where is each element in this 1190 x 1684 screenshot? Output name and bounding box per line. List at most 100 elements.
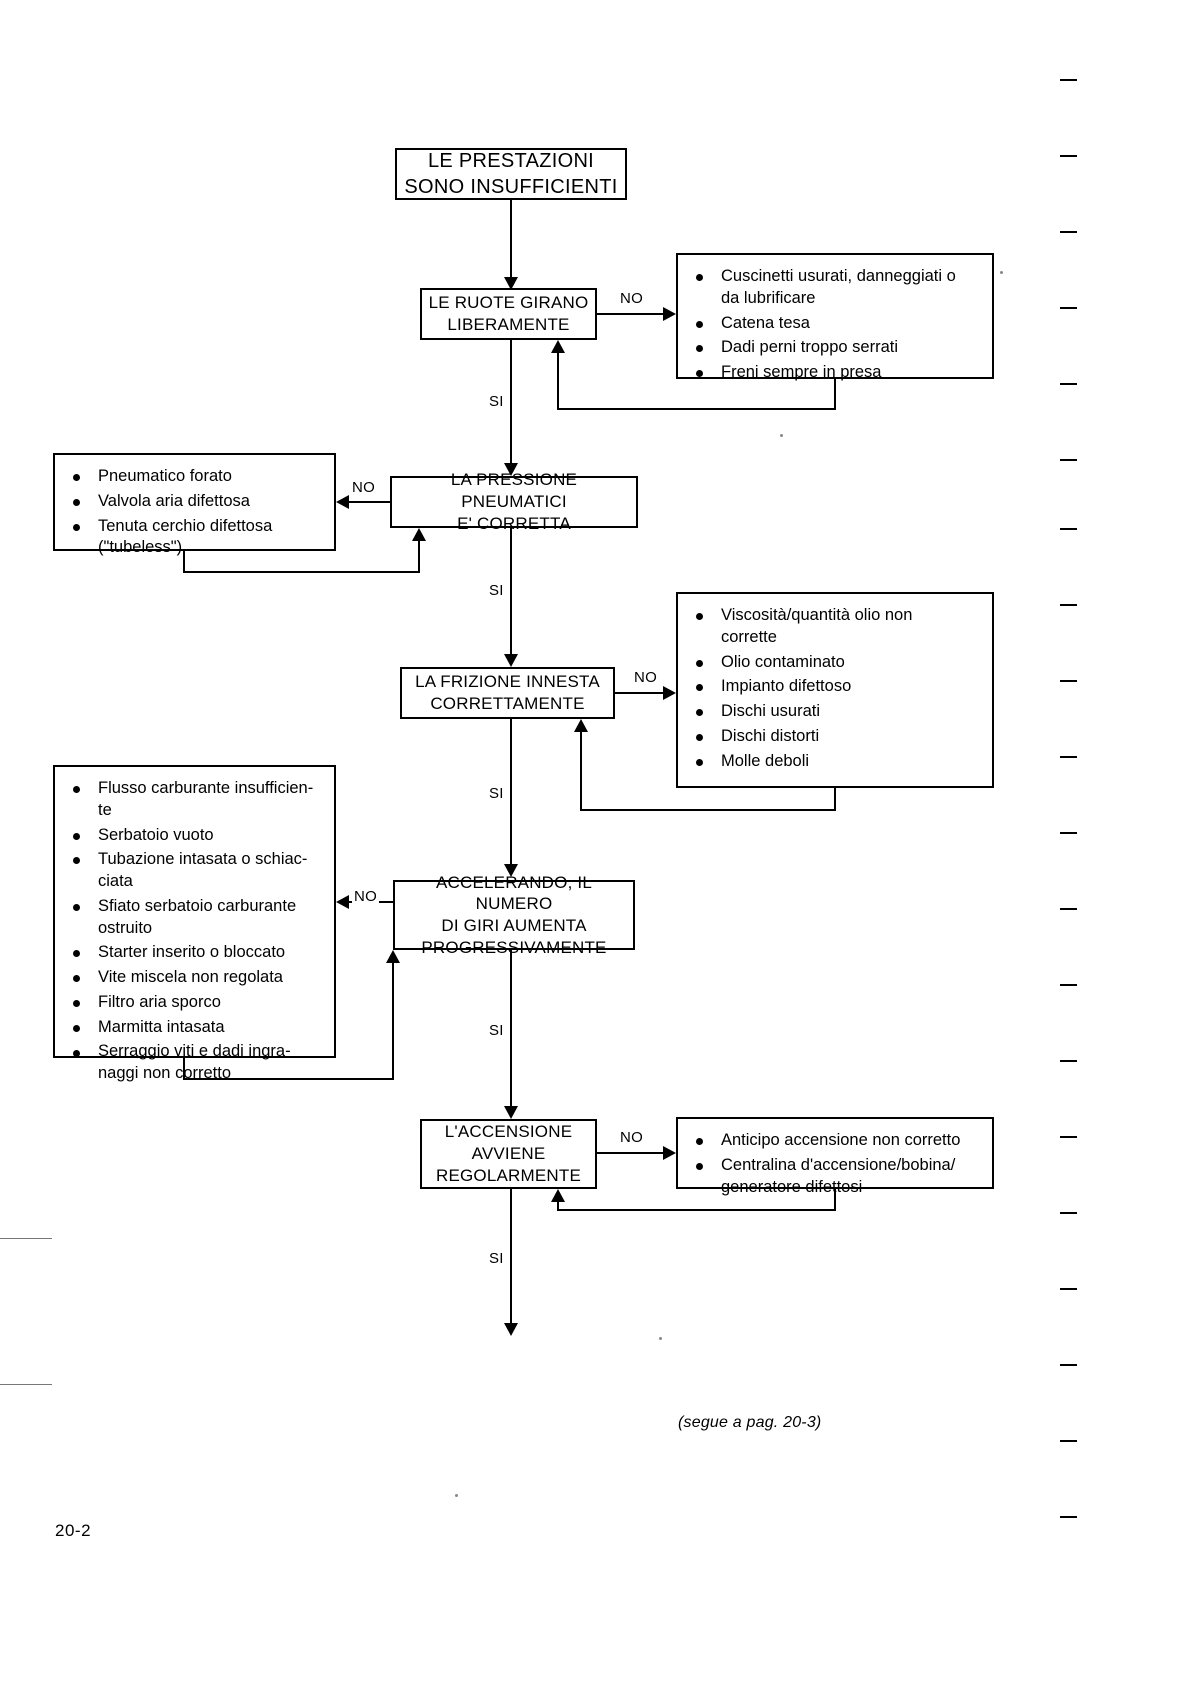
list-item: Freni sempre in presa (694, 362, 978, 384)
bullet-icon (73, 857, 80, 865)
connector-frizione-no (615, 692, 673, 694)
cause-items-ruote: Cuscinetti usurati, danneggiati o da lub… (694, 266, 978, 384)
arrow-accensione-feedback (551, 1189, 565, 1202)
register-tick (1060, 1212, 1077, 1214)
list-item: Dadi perni troppo serrati (694, 337, 978, 359)
register-tick (1060, 1440, 1077, 1442)
list-item: Tenuta cerchio difettosa ("tubeless") (71, 516, 320, 560)
label-no-ruote: NO (618, 290, 646, 307)
register-tick (1060, 1288, 1077, 1290)
label-no-pressione: NO (350, 479, 378, 496)
connector-ruote-feedback-v1 (834, 379, 836, 410)
list-item: Cuscinetti usurati, danneggiati o da lub… (694, 266, 978, 310)
cause-text-cont: ciata (98, 872, 133, 891)
list-item: Starter inserito o bloccato (71, 942, 320, 964)
cause-list-frizione: Viscosità/quantità olio non corrette Oli… (676, 592, 994, 788)
bullet-icon (696, 758, 703, 766)
list-item: Olio contaminato (694, 652, 978, 674)
arrow-ruote-feedback (551, 340, 565, 353)
connector-title-to-ruote (510, 200, 512, 285)
bullet-icon (73, 474, 80, 482)
cause-text-cont: te (98, 800, 112, 819)
cause-text: Centralina d'accensione/bobina/ (721, 1155, 956, 1174)
cause-text-cont: generatore difettosi (721, 1177, 863, 1196)
arrow-pressione-si (504, 654, 518, 667)
bullet-icon (73, 786, 80, 794)
connector-accelerando-feedback-v1 (183, 1058, 185, 1080)
connector-pressione-si (510, 528, 512, 663)
connector-frizione-feedback-h (580, 809, 836, 811)
label-si-frizione: SI (487, 785, 506, 802)
decision-ruote-line1: LE RUOTE GIRANO (428, 293, 589, 313)
connector-ruote-feedback-h (557, 408, 836, 410)
cause-items-frizione: Viscosità/quantità olio non corrette Oli… (694, 605, 978, 772)
cause-items-accelerando: Flusso carburante insufficien- te Serbat… (71, 778, 320, 1085)
flowchart-title-box: LE PRESTAZIONI SONO INSUFFICIENTI (395, 148, 627, 200)
arrow-frizione-feedback (574, 719, 588, 732)
page-speck (659, 1337, 662, 1340)
cause-text: Catena tesa (721, 313, 810, 332)
register-tick (1060, 79, 1077, 81)
connector-ruote-si (510, 340, 512, 470)
label-si-accelerando: SI (487, 1022, 506, 1039)
connector-frizione-feedback-v1 (834, 788, 836, 811)
bullet-icon (696, 370, 703, 378)
cause-text: Tubazione intasata o schiac- (98, 850, 308, 869)
list-item: Valvola aria difettosa (71, 491, 320, 513)
cause-text: Dadi perni troppo serrati (721, 338, 899, 357)
connector-pressione-feedback-v2 (418, 540, 420, 573)
decision-accelerando-line1: ACCELERANDO, IL NUMERO (435, 872, 593, 914)
bullet-icon (73, 999, 80, 1007)
register-tick (1060, 908, 1077, 910)
connector-accelerando-feedback-h (183, 1078, 394, 1080)
decision-accensione-regolare[interactable]: L'ACCENSIONE AVVIENE REGOLARMENTE (420, 1119, 597, 1189)
cause-list-pressione: Pneumatico forato Valvola aria difettosa… (53, 453, 336, 556)
cause-list-accensione: Anticipo accensione non corretto Central… (676, 1117, 994, 1196)
register-tick (1060, 231, 1077, 233)
cause-text: Marmitta intasata (98, 1017, 225, 1036)
page-speck (1000, 271, 1003, 274)
cause-text: Anticipo accensione non corretto (721, 1131, 961, 1149)
cause-text: Valvola aria difettosa (98, 491, 250, 510)
cause-items-pressione: Pneumatico forato Valvola aria difettosa… (71, 466, 320, 559)
register-tick (1060, 1364, 1077, 1366)
bullet-icon (73, 975, 80, 983)
bullet-icon (696, 1138, 703, 1146)
arrow-pressione-no (336, 495, 349, 509)
cause-text: Cuscinetti usurati, danneggiati o (721, 267, 956, 285)
cause-items-accensione: Anticipo accensione non corretto Central… (694, 1130, 978, 1198)
decision-accelerando-line2: DI GIRI AUMENTA (441, 916, 587, 935)
bullet-icon (696, 709, 703, 717)
connector-frizione-feedback-v2 (580, 731, 582, 811)
list-item: Flusso carburante insufficien- te (71, 778, 320, 822)
decision-frizione-line2: CORRETTAMENTE (430, 694, 585, 713)
decision-pressione-line2: E' CORRETTA (457, 513, 571, 533)
title-line-2: SONO INSUFFICIENTI (404, 176, 618, 198)
arrow-pressione-feedback (412, 528, 426, 541)
cause-text-cont: corrette (721, 627, 777, 646)
decision-accelerando-giri[interactable]: ACCELERANDO, IL NUMERO DI GIRI AUMENTA P… (393, 873, 635, 957)
arrow-ruote-si (504, 463, 518, 476)
cause-text: Serraggio viti e dadi ingra- (98, 1042, 291, 1061)
cause-text-cont: da lubrificare (721, 288, 816, 307)
bullet-icon (73, 950, 80, 958)
list-item: Sfiato serbatoio carburante ostruito (71, 896, 320, 940)
connector-pressione-no (348, 501, 392, 503)
list-item: Impianto difettoso (694, 676, 978, 698)
cause-text: Pneumatico forato (98, 467, 232, 485)
cause-text: Starter inserito o bloccato (98, 943, 286, 962)
connector-frizione-si (510, 719, 512, 871)
page-number: 20-2 (55, 1521, 92, 1540)
bullet-icon (73, 523, 80, 531)
arrow-accelerando-no (336, 895, 349, 909)
register-tick (1060, 459, 1077, 461)
bullet-icon (696, 1162, 703, 1170)
label-si-pressione: SI (487, 582, 506, 599)
cause-text: Molle deboli (721, 751, 810, 770)
bullet-icon (696, 613, 703, 621)
list-item: Filtro aria sporco (71, 992, 320, 1014)
cause-text: Flusso carburante insufficien- (98, 779, 314, 797)
decision-pressione-pneumatici[interactable]: LA PRESSIONE PNEUMATICI E' CORRETTA (390, 470, 638, 533)
decision-ruote-girano[interactable]: LE RUOTE GIRANO LIBERAMENTE (420, 288, 597, 340)
decision-frizione-innesta[interactable]: LA FRIZIONE INNESTA CORRETTAMENTE (400, 667, 615, 719)
